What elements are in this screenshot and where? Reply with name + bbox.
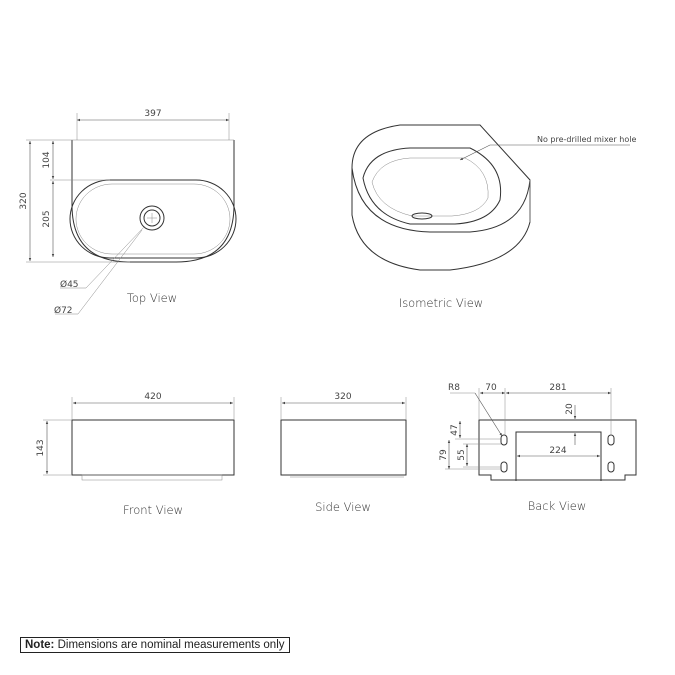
top-view-label: Top View <box>127 291 177 305</box>
slot <box>607 461 615 473</box>
dim-total-height: 79 <box>439 449 449 461</box>
side-view-label: Side View <box>315 500 371 514</box>
back-cutout <box>515 431 602 481</box>
dim-radius: R8 <box>448 383 460 393</box>
front-view: 420 143 Front View <box>36 392 235 517</box>
top-view: 397 320 104 205 Ø45 Ø72 Top View <box>19 109 237 316</box>
slot <box>607 434 615 446</box>
note-label: Note: <box>25 639 55 651</box>
dim-top-to-hole: 47 <box>450 424 460 435</box>
iso-outline <box>351 124 531 271</box>
side-outline <box>280 419 407 476</box>
side-view: 320 Side View <box>280 392 407 514</box>
dim-outer-dia: Ø72 <box>54 305 73 316</box>
slot <box>500 434 508 446</box>
note-text: Dimensions are nominal measurements only <box>57 639 285 651</box>
front-outline <box>71 419 235 476</box>
dim-slot-spacing: 55 <box>457 449 467 460</box>
dim-cutout-top: 20 <box>565 403 575 415</box>
dim-front-height: 143 <box>36 439 46 456</box>
back-outline <box>478 419 637 481</box>
iso-note: No pre-drilled mixer hole <box>537 135 636 144</box>
dim-side-depth: 320 <box>334 392 351 402</box>
dim-hole-spacing: 281 <box>549 383 566 393</box>
dim-front-width: 420 <box>144 392 161 402</box>
waste-inner <box>143 209 161 227</box>
slot <box>500 461 508 473</box>
dim-bowl-depth: 205 <box>42 210 52 227</box>
basin-rim <box>69 179 237 259</box>
isometric-view: No pre-drilled mixer hole Isometric View <box>351 124 636 310</box>
dim-top-depth: 320 <box>19 192 29 209</box>
dimensions-note: Note: Dimensions are nominal measurement… <box>20 637 290 653</box>
dim-hole-offset: 70 <box>485 383 497 393</box>
dim-cutout-width: 224 <box>549 446 566 456</box>
front-view-label: Front View <box>123 503 183 517</box>
dim-top-width: 397 <box>144 109 161 119</box>
isometric-view-label: Isometric View <box>399 296 483 310</box>
waste-outer <box>139 205 165 231</box>
back-view-label: Back View <box>528 499 587 513</box>
top-view-outline <box>71 140 235 263</box>
back-view: 70 281 R8 20 224 47 55 79 Back View <box>439 383 637 513</box>
dim-rear-deck: 104 <box>42 151 52 168</box>
dim-waste-dia: Ø45 <box>60 279 79 290</box>
